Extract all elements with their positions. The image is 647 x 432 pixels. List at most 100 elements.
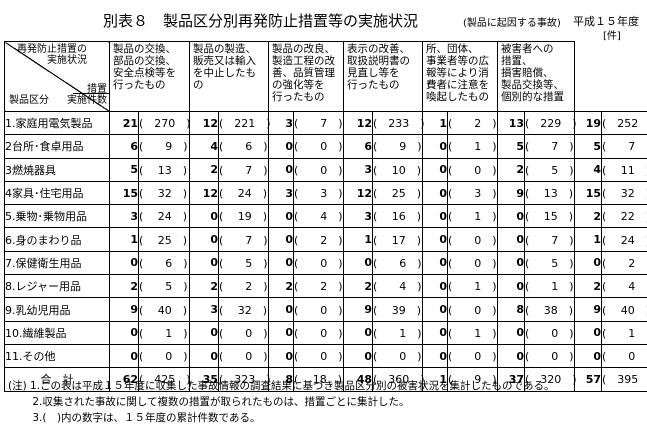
count-cell: 9 [343, 297, 373, 322]
cumulative-cell: ( 0 ) [218, 320, 269, 345]
cumulative-cell: ( 0 ) [524, 343, 575, 369]
count-cell: 0 [268, 227, 294, 252]
count-cell: 0 [189, 250, 219, 276]
cumulative-cell: ( 16 ) [372, 204, 423, 229]
cumulative-cell: ( 0 ) [293, 343, 344, 369]
cumulative-cell: ( 1 ) [447, 204, 498, 229]
count-cell: 1 [343, 227, 373, 252]
count-cell: 12 [343, 180, 373, 206]
column-header: 製品の改良、 製造工程の改 善、品質管理 の強化等を 行ったもの [268, 41, 344, 112]
cumulative-cell: ( 4 ) [293, 204, 344, 229]
count-cell: 0 [343, 343, 373, 369]
cumulative-cell: ( 425 ) [138, 367, 191, 392]
cumulative-cell: ( 0 ) [447, 343, 498, 369]
count-cell: 0 [268, 343, 294, 369]
cumulative-cell: ( 5 ) [218, 250, 269, 276]
count-cell: 4 [189, 134, 219, 159]
count-cell: 0 [574, 250, 602, 276]
cumulative-cell: ( 1 ) [447, 274, 498, 299]
count-cell: 0 [189, 204, 219, 229]
count-cell: 2 [189, 157, 219, 182]
count-cell: 3 [343, 157, 373, 182]
cumulative-cell: ( 395 ) [601, 367, 647, 392]
count-cell: 2 [343, 274, 373, 299]
count-cell: 0 [268, 250, 294, 276]
count-cell: 0 [574, 320, 602, 345]
cumulative-cell: ( 38 ) [524, 297, 575, 322]
cumulative-cell: ( 13 ) [138, 157, 190, 182]
category-label: 5.乗物･乗物用品 [4, 204, 110, 229]
column-header: 所、団体、 事業者等の広 報等により消 費者に注意を 喚起したもの [422, 41, 498, 112]
count-cell: 0 [574, 343, 602, 369]
count-cell: 5 [109, 157, 139, 182]
cumulative-cell: ( 5 ) [524, 250, 575, 276]
count-cell: 8 [497, 297, 525, 322]
count-cell: 0 [422, 297, 448, 322]
count-cell: 0 [422, 250, 448, 276]
count-cell: 0 [497, 204, 525, 229]
count-cell: 4 [574, 157, 602, 182]
corner-mid-label: 措置 [87, 84, 107, 95]
footnotes: (注) 1.この表は平成１５年度に収集した事故情報の調査結果に基づき製品区分別の… [8, 378, 554, 426]
count-cell: 0 [422, 157, 448, 182]
table-header-row: 再発防止措置の 実施状況 措置 製品区分 実施件数 製品の交換、 部品の交換、 … [4, 41, 647, 112]
cumulative-cell: ( 1 ) [601, 320, 647, 345]
cumulative-cell: ( 0 ) [601, 343, 647, 369]
cumulative-cell: ( 0 ) [372, 343, 423, 369]
count-cell: 37 [497, 367, 525, 392]
footnote: 2.収集された事故に関して複数の措置が取られたものは、措置ごとに集計した。 [8, 396, 410, 408]
cumulative-cell: ( 25 ) [372, 180, 423, 206]
cumulative-cell: ( 229 ) [524, 110, 577, 136]
cumulative-cell: ( 9 ) [447, 367, 498, 392]
cumulative-cell: ( 4 ) [372, 274, 423, 299]
count-cell: 21 [109, 110, 139, 136]
cumulative-cell: ( 3 ) [447, 180, 498, 206]
count-cell: 3 [109, 204, 139, 229]
count-cell: 3 [268, 180, 294, 206]
count-cell: 0 [189, 343, 219, 369]
footnote: 3.( )内の数字は、１５年度の累計件数である。 [8, 412, 261, 424]
category-label: 4家具･住宅用品 [4, 180, 110, 206]
count-cell: 5 [574, 134, 602, 159]
corner-left-label: 製品区分 [9, 95, 49, 106]
count-cell: 0 [109, 343, 139, 369]
cumulative-cell: ( 7 ) [293, 110, 344, 136]
cumulative-cell: ( 2 ) [218, 274, 269, 299]
category-label: 合 計 [4, 367, 110, 392]
cumulative-cell: ( 32 ) [601, 180, 647, 206]
corner-header: 再発防止措置の 実施状況 措置 製品区分 実施件数 [4, 41, 110, 112]
count-cell: 13 [497, 110, 525, 136]
count-cell: 6 [109, 134, 139, 159]
count-cell: 0 [422, 320, 448, 345]
cumulative-cell: ( 32 ) [218, 297, 269, 322]
cumulative-cell: ( 5 ) [524, 157, 575, 182]
category-label: 9.乳幼児用品 [4, 297, 110, 322]
cumulative-cell: ( 221 ) [218, 110, 271, 136]
count-cell: 15 [574, 180, 602, 206]
count-cell: 12 [189, 180, 219, 206]
count-cell: 0 [497, 250, 525, 276]
cumulative-cell: ( 5 ) [138, 274, 190, 299]
title-subnote: (製品に起因する事故) [463, 18, 561, 29]
cumulative-cell: ( 270 ) [138, 110, 191, 136]
fiscal-year: 平成１５年度 [573, 15, 639, 28]
cumulative-cell: ( 25 ) [138, 227, 190, 252]
cumulative-cell: ( 1 ) [372, 320, 423, 345]
count-cell: 12 [189, 110, 219, 136]
cumulative-cell: ( 252 ) [601, 110, 647, 136]
cumulative-cell: ( 4 ) [601, 274, 647, 299]
count-cell: 9 [497, 180, 525, 206]
count-cell: 0 [497, 343, 525, 369]
cumulative-cell: ( 3 ) [293, 180, 344, 206]
cumulative-cell: ( 6 ) [218, 134, 269, 159]
cumulative-cell: ( 13 ) [524, 180, 575, 206]
count-cell: 2 [109, 274, 139, 299]
category-label: 3燃焼器具 [4, 157, 110, 182]
